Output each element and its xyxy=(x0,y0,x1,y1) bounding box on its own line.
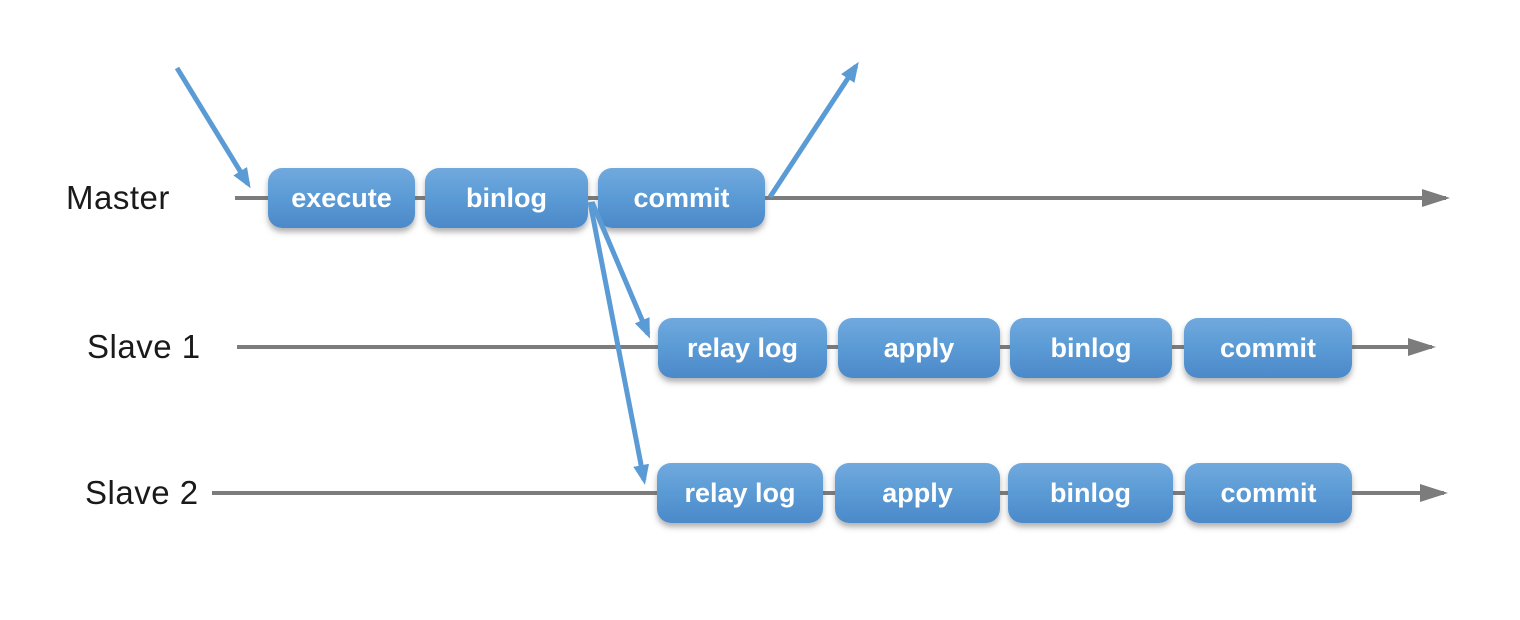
node-slave2-binlog: binlog xyxy=(1008,463,1173,523)
node-master-binlog: binlog xyxy=(425,168,588,228)
lane-label-master: Master xyxy=(66,179,170,216)
node-slave2-relaylog: relay log xyxy=(657,463,823,523)
client-request-arrow xyxy=(174,66,251,189)
client-response-arrow xyxy=(767,61,859,199)
node-slave1-commit: commit xyxy=(1184,318,1352,378)
binlog-to-slave2-arrow xyxy=(587,201,649,485)
node-slave2-commit: commit xyxy=(1185,463,1352,523)
node-slave1-relaylog: relay log xyxy=(658,318,827,378)
node-master-execute: execute xyxy=(268,168,415,228)
lane-label-slave1: Slave 1 xyxy=(87,328,201,365)
node-slave2-apply: apply xyxy=(835,463,1000,523)
node-master-commit: commit xyxy=(598,168,765,228)
node-slave1-binlog: binlog xyxy=(1010,318,1172,378)
lane-label-slave2: Slave 2 xyxy=(85,474,199,511)
node-slave1-apply: apply xyxy=(838,318,1000,378)
